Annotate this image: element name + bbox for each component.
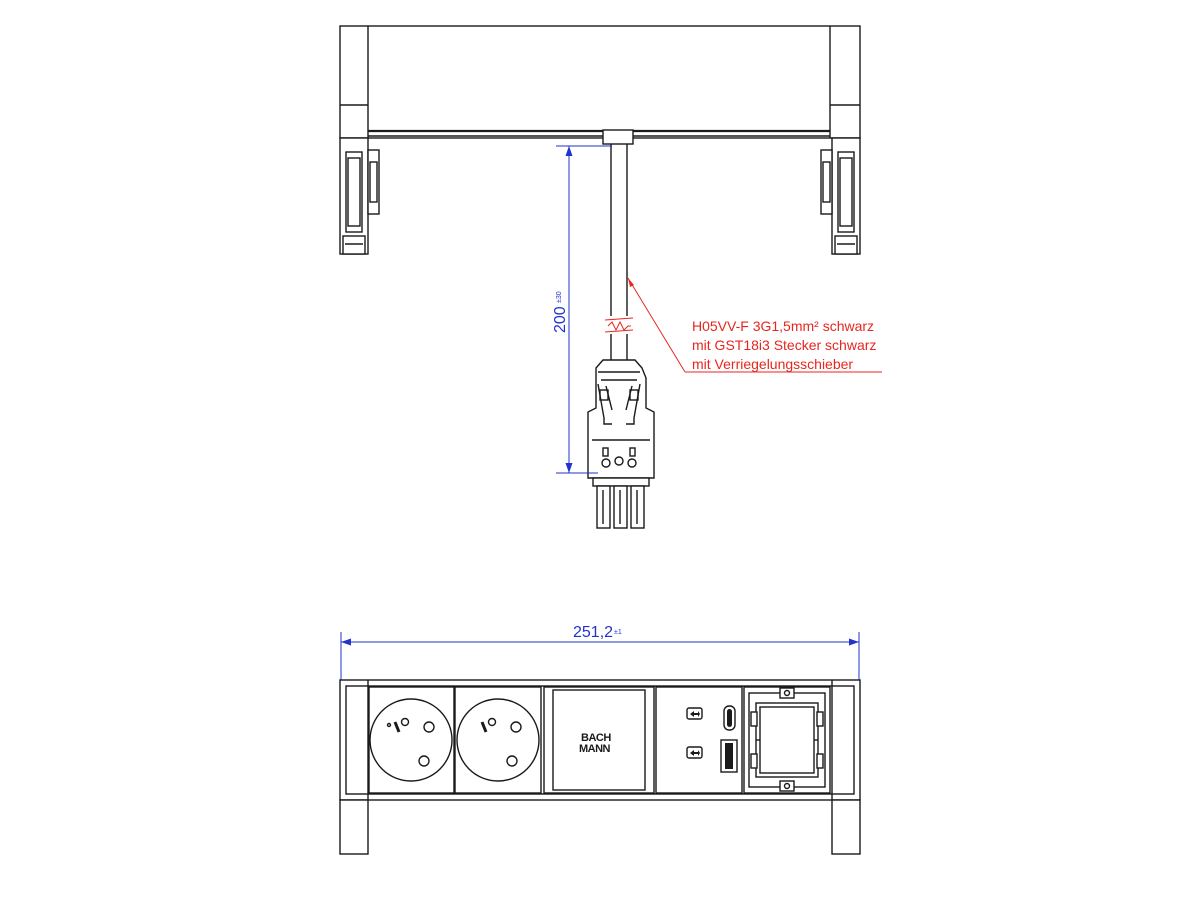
empty-insert-frame: [743, 686, 831, 794]
dimension-width-tolerance: ±1: [614, 629, 622, 636]
front-view: 251,2 ±1: [339, 624, 861, 855]
socket-1: [368, 686, 455, 794]
cable-annotation: H05VV-F 3G1,5mm² schwarz mit GST18i3 Ste…: [627, 277, 882, 373]
blank-logo-module: BACH MANN: [543, 686, 655, 794]
logo-line-2: MANN: [579, 743, 611, 755]
cable-label-line-2: mit GST18i3 Stecker schwarz: [692, 337, 876, 353]
power-cable: [604, 144, 634, 362]
gst18-connector: [587, 359, 655, 529]
left-clamp: [339, 137, 380, 255]
top-view: 200 ±30 H05VV-F 3G1,5mm² schwarz mit GST…: [339, 25, 882, 529]
foot-right: [831, 799, 861, 855]
right-clamp: [820, 137, 861, 255]
foot-left: [339, 799, 369, 855]
cable-label-line-3: mit Verriegelungsschieber: [692, 356, 853, 372]
dimension-height-value: 200: [552, 306, 569, 333]
socket-2: [454, 686, 542, 794]
dimension-width-value: 251,2: [573, 624, 613, 641]
usb-a-symbol-icon: [686, 746, 703, 759]
logo-line-1: BACH: [581, 732, 611, 744]
housing-top: [339, 25, 861, 139]
usb-charger-module: [655, 686, 743, 794]
dimension-width: 251,2 ±1: [340, 624, 860, 680]
dimension-height-tolerance: ±30: [556, 291, 563, 303]
usb-c-symbol-icon: [686, 707, 703, 720]
cable-label-line-1: H05VV-F 3G1,5mm² schwarz: [692, 318, 874, 334]
dimension-height: 200 ±30: [552, 145, 612, 474]
